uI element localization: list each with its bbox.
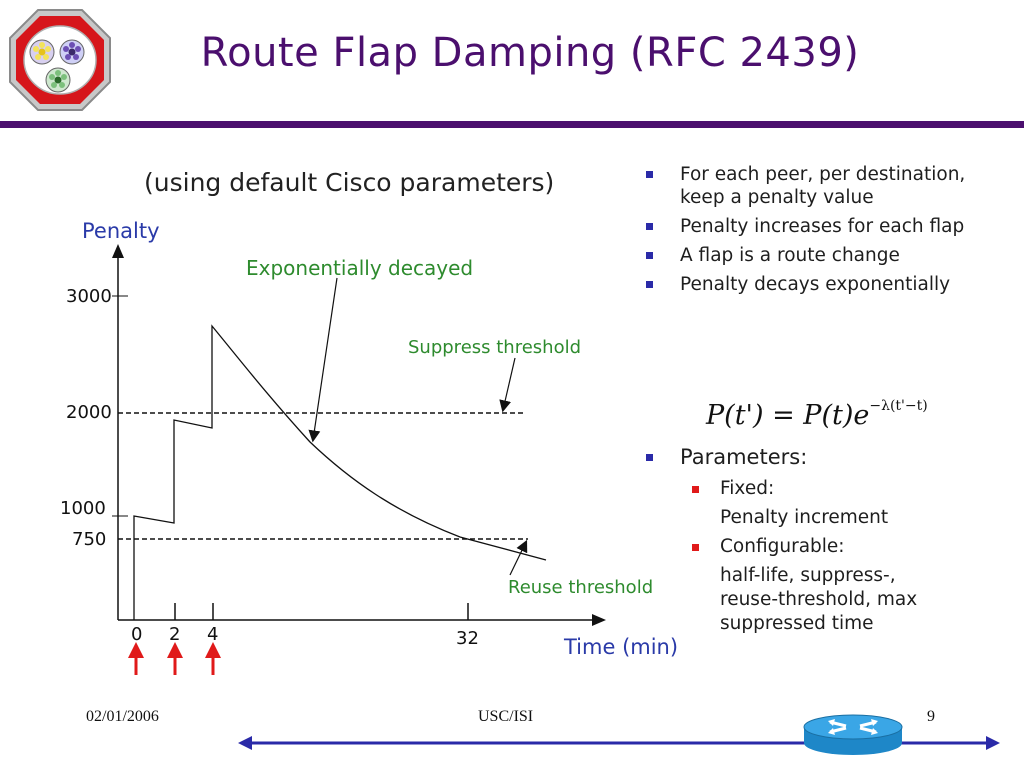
bullet-marker-icon [646, 171, 653, 178]
fixed-label: Fixed: [646, 477, 1006, 501]
penalty-curve [133, 324, 547, 620]
diagram-subtitle: (using default Cisco parameters) [144, 168, 555, 197]
flap-arrow-icon [128, 642, 144, 675]
suppress-annotation: Suppress threshold [408, 337, 581, 358]
penalty-diagram: Penalty Time (min) 3000 2000 1000 750 0 … [60, 219, 678, 675]
bullet-item: A flap is a route change [646, 244, 1006, 267]
parameters-heading: Parameters: [646, 445, 1006, 469]
x-axis-arrowhead [592, 614, 606, 626]
y-tick-label-2000: 2000 [66, 402, 112, 423]
bullet-item: For each peer, per destination, keep a p… [646, 163, 1006, 209]
y-tick-label-750: 750 [72, 529, 106, 550]
sub-bullet-marker-icon [692, 486, 699, 493]
flower-green-icon [45, 67, 71, 93]
footer-org: USC/ISI [478, 708, 534, 725]
configurable-label: Configurable: [646, 535, 1006, 559]
sub-bullet-marker-icon [692, 544, 699, 551]
decay-formula: P(t') = P(t)e−λ(t'−t) [706, 398, 928, 431]
slide-title: Route Flap Damping (RFC 2439) [200, 30, 860, 76]
flower-purple-icon [59, 39, 85, 65]
x-axis-label: Time (min) [563, 635, 678, 659]
fixed-value: Penalty increment [720, 507, 889, 528]
suppress-pointer [499, 357, 516, 413]
bullet-marker-icon [646, 454, 653, 461]
flap-arrow-icon [167, 642, 183, 675]
reuse-annotation: Reuse threshold [508, 577, 653, 598]
logo [9, 9, 111, 111]
parameters-section: Parameters: Fixed: Penalty increment Con… [646, 445, 1006, 636]
x-tick-label-32: 32 [456, 628, 479, 649]
bullet-list: For each peer, per destination, keep a p… [646, 163, 1006, 302]
x-tick-label-0: 0 [131, 624, 142, 645]
y-axis-arrowhead [112, 244, 124, 258]
x-tick-label-4: 4 [207, 624, 218, 645]
bullet-item: Penalty decays exponentially [646, 273, 1006, 296]
y-tick-label-1000: 1000 [60, 498, 106, 519]
page-number: 9 [927, 708, 935, 725]
footer-date: 02/01/2006 [86, 708, 159, 725]
y-tick-label-3000: 3000 [66, 286, 112, 307]
y-axis-label: Penalty [82, 219, 160, 243]
decay-annotation: Exponentially decayed [246, 256, 473, 280]
flap-arrow-icon [205, 642, 221, 675]
reuse-pointer [509, 539, 528, 576]
title-divider [0, 121, 1024, 128]
bullet-item: Penalty increases for each flap [646, 215, 1006, 238]
bullet-marker-icon [646, 252, 653, 259]
formula-lhs: P(t') = P(t)e [706, 400, 870, 431]
configurable-value: half-life, suppress-, reuse-threshold, m… [720, 565, 918, 634]
formula-exponent: −λ(t'−t) [869, 398, 928, 414]
router-icon [803, 714, 903, 755]
bullet-marker-icon [646, 223, 653, 230]
bullet-marker-icon [646, 281, 653, 288]
x-tick-label-2: 2 [169, 624, 180, 645]
flower-yellow-icon [29, 39, 55, 65]
decay-pointer [308, 277, 338, 443]
